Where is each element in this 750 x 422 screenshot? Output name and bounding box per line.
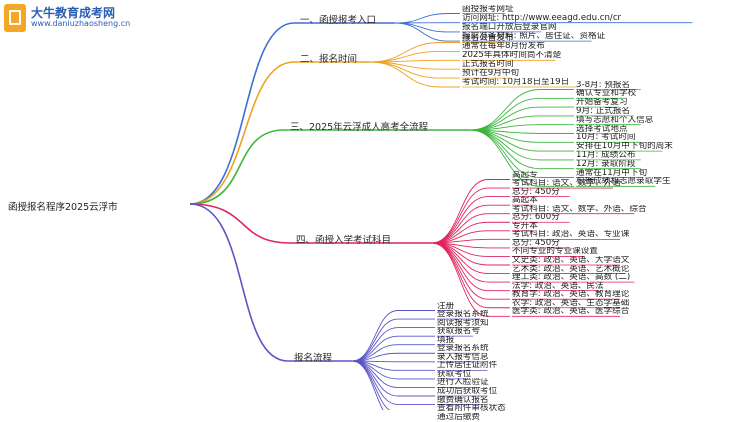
leaf-item: 2025年具体时间尚不清楚 bbox=[462, 51, 561, 60]
leaf-item: 医学类: 政治、英语、医学综合 bbox=[512, 307, 629, 316]
leaf-item: 报名公告发布 bbox=[462, 34, 514, 43]
leaf-item: 11月: 成绩公布 bbox=[576, 151, 636, 160]
leaf-item: 考试时间: 10月18日至19日 bbox=[462, 78, 569, 87]
leaf-item: 确认专业和学校 bbox=[576, 89, 636, 98]
leaf-item: 通过后缴费 bbox=[437, 413, 480, 422]
leaf-connector bbox=[370, 43, 460, 63]
leaf-connector bbox=[432, 197, 510, 243]
branch-label: 一、函授报考入口 bbox=[300, 12, 376, 26]
leaf-item: 通常在每年8月份发布 bbox=[462, 42, 545, 51]
leaf-connector bbox=[470, 130, 574, 169]
branch-label: 二、报名时间 bbox=[300, 51, 357, 65]
leaf-connector bbox=[352, 361, 435, 362]
leaf-item: 选择考试地点 bbox=[576, 125, 628, 134]
leaf-item: 填写志愿和个人信息 bbox=[576, 116, 653, 125]
leaf-item: 函授报考网址 bbox=[462, 5, 514, 14]
leaf-item: 12月: 录取阶段 bbox=[576, 160, 636, 169]
leaf-item: 通常在11月中下旬 bbox=[576, 169, 647, 178]
branch-label: 报名流程 bbox=[294, 350, 332, 364]
leaf-connector bbox=[432, 205, 510, 243]
leaf-item: 9月: 正式报名 bbox=[576, 107, 630, 116]
branch-connector bbox=[190, 204, 352, 361]
leaf-connector bbox=[352, 361, 435, 410]
leaf-item: 安排在10月中下旬的周末 bbox=[576, 142, 673, 151]
branch-label: 四、函授入学考试科目 bbox=[296, 232, 391, 246]
leaf-item: 开始备考复习 bbox=[576, 98, 628, 107]
leaf-item: 预计在9月中旬 bbox=[462, 69, 519, 78]
branch-label: 三、2025年云浮成人高考全流程 bbox=[290, 119, 428, 133]
root-topic: 函授报名程序2025云浮市 bbox=[8, 199, 118, 213]
leaf-item: 报名端口开放后登录官网 bbox=[462, 23, 557, 32]
branch-connector bbox=[190, 23, 395, 204]
leaf-connector bbox=[370, 62, 460, 78]
leaf-item: 正式报名时间 bbox=[462, 60, 514, 69]
leaf-connector bbox=[395, 14, 460, 24]
branch-connector bbox=[190, 62, 370, 204]
leaf-item: 访问网址: http://www.eeagd.edu.cn/cr bbox=[462, 14, 621, 23]
leaf-item: 10月: 考试时间 bbox=[576, 133, 636, 142]
leaf-connector bbox=[432, 243, 510, 291]
leaf-item: 3-8月: 预报名 bbox=[576, 81, 630, 90]
